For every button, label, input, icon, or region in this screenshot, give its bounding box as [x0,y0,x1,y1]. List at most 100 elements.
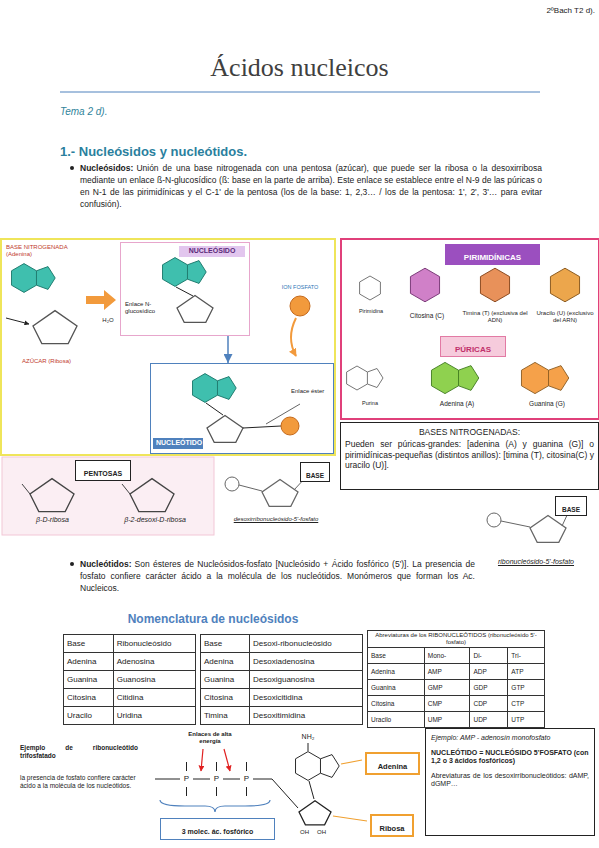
phosphate-ion [291,318,296,356]
atp-ribose [333,816,367,821]
table-row: BaseRibonucleósido [64,635,196,653]
table-cell: Desoxiadenosina [250,653,363,671]
atp-adenine [309,781,314,799]
box-tab: NUCLEÓSIDO [179,246,245,257]
table-row: GuaninaGuanosina [64,671,196,689]
pyrimidine-rings [360,276,381,300]
pentoses-panel [122,484,130,494]
box-label: BASE [306,472,324,480]
table-cell: Adenina [64,653,114,671]
box-label: Adenina [378,762,408,771]
box-tab: NUCLEÓTIDO [153,438,203,449]
table-cell: Uridina [113,707,195,725]
phosphate-chain [246,762,247,771]
table-row: UraciloUridina [64,707,196,725]
phosphate-chain [193,779,210,780]
atp-adenine [296,752,340,781]
callout-box: 3 molec. ác. fosfórico [160,818,275,840]
deoxynucleotide-sketch [225,477,306,506]
purine-rings [347,362,569,393]
brace [160,800,270,812]
brace [160,800,270,812]
table-cell: Uracilo [64,707,114,725]
structure-name: desoxirribonucleósido-5'-fosfato [212,516,340,523]
box-label: 3 molec. ác. fosfórico [182,828,254,837]
molecule-name: Timina (T) (exclusiva del ADN) [462,310,528,325]
table-cell: Mono- [424,648,470,664]
nomenclature-table: BaseDesoxi-ribonucleósidoAdeninaDesoxiad… [200,634,363,725]
ribose-molecule [33,311,77,344]
molecule-name: Pirimidina [350,308,392,315]
banner: PIRIMIDÍNICAS [445,244,540,265]
table-cell: CMP [424,696,470,712]
phosphate-chain [216,787,217,796]
table-cell: GDP [470,680,508,696]
phosphate-chain [253,779,272,780]
table-cell: Base [368,648,425,664]
table-cell: Adenosina [113,653,195,671]
atp-adenine [296,743,362,799]
table-row: GuaninaDesoxiguanosina [201,671,363,689]
table-cell: Desoxiguanosina [250,671,363,689]
table-row: CitosinaCitidina [64,689,196,707]
figure-label: Enlaces de alta energía [182,731,238,746]
table-row: GuaninaGMPGDPGTP [368,680,545,696]
label-box: PENTOSAS [75,460,131,481]
bullet-dot [70,166,74,170]
figure-label: Enlace N-glucosídico [125,301,169,316]
table-cell: Timina [201,707,250,725]
table-row: Abreviaturas de los RIBONUCLEÓTIDOS (rib… [368,631,545,648]
box-text: Abreviaturas de los desoxirribonucleótid… [431,772,589,789]
table-cell: Tri- [508,648,545,664]
title-rule [60,92,540,93]
ribose-molecule [6,311,77,344]
nucleotide-molecule [193,374,237,403]
table-row: AdeninaDesoxiadenosina [201,653,363,671]
sugar-name: β-D-ribosa [15,516,90,525]
table-cell: Base [64,635,114,653]
phosphate-chain [155,779,180,780]
pentoses-panel [2,457,214,535]
nucleotide-molecule [207,415,243,442]
table-cell: Desoxicitidina [250,689,363,707]
note-box: BASES NITROGENADAS:Pueden ser púricas-gr… [340,422,599,490]
note-text: la presencia de fosfato confiere carácte… [20,774,138,790]
atom-label: OH [317,829,331,836]
bullet-dot [70,562,74,566]
label-box: BASE [300,462,330,482]
nucleoside-box: NUCLEÓSIDO Enlace N-glucosídico [120,242,250,336]
figure-label: BASE NITROGENADA (Adenina) [6,244,86,259]
box-label: Ejemplo: AMP - adenosín monofosfato [431,734,589,743]
ribonucleotide-sketch [487,513,501,527]
high-energy-arrows [224,749,230,771]
nucleotide-molecule [193,374,300,443]
callout-box: Adenina [365,752,420,775]
nucleotide-molecule [281,417,299,435]
table-cell: Ribonucleósido [113,635,195,653]
table-cell: Citidina [113,689,195,707]
deoxynucleotide-sketch [262,479,298,506]
deoxynucleotide-sketch [239,485,262,491]
table-cell: Desoxi-ribonucleósido [250,635,363,653]
reaction-arrow [86,290,116,310]
box-label: PIRIMIDÍNICAS [464,253,521,263]
table-cell: Adenina [201,653,250,671]
table-cell: GTP [508,680,545,696]
atp-adenine [308,743,309,751]
purine-rings [347,366,383,390]
table-row: UraciloUMPUDPUTP [368,712,545,728]
table-row: TiminaDesoxitimidina [201,707,363,725]
box-label: BASE [562,506,580,514]
purine-rings [521,362,568,393]
table-cell: Guanina [64,671,114,689]
ribonucleotide-sketch [530,515,566,542]
high-energy-arrows [201,749,203,771]
reaction-arrow [86,290,116,310]
table-cell: ADP [470,664,508,680]
phosphate-chain [272,779,298,808]
figure-label: Enlace éster [291,388,331,395]
box-label: BASES NITROGENADAS: [345,427,594,437]
paragraph-text: Son ésteres de Nucleósidos-fosfato [Nucl… [80,559,475,593]
box-label: PENTOSAS [84,470,122,479]
